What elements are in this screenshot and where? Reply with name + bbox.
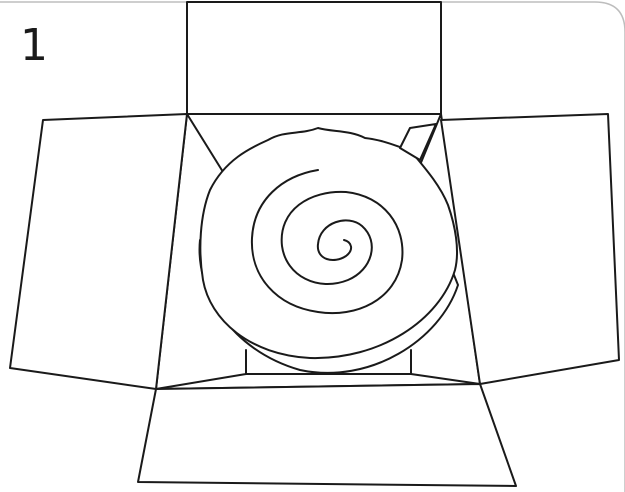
box-back-flap xyxy=(187,2,441,114)
box-left-flap xyxy=(10,114,187,389)
step-number: 1 xyxy=(20,24,48,68)
box-front-flap xyxy=(138,384,516,486)
cake-roll-top xyxy=(200,128,457,358)
